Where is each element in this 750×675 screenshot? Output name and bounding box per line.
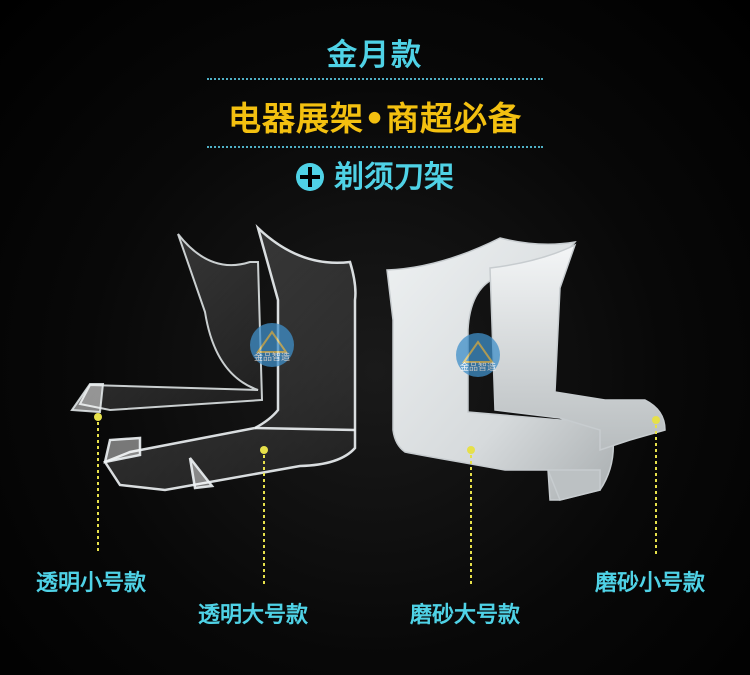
label-clear-small: 透明小号款 [36,571,147,596]
header-divider-top [207,78,543,80]
clear-small-stand [70,233,264,414]
frosted-small-stand [489,243,666,452]
callout-frosted-large [467,446,475,585]
header-title: 金月款 [327,38,423,73]
callout-frosted-small [652,416,660,555]
watermark-left: 金品智造 [250,323,294,367]
label-frosted-large: 磨砂大号款 [410,603,521,628]
product-heading: 剃须刀架 [0,152,750,196]
clear-large-stand [103,223,357,492]
label-clear-large: 透明大号款 [198,603,309,628]
product-name: 剃须刀架 [334,160,454,195]
watermark-text-left: 金品智造 [254,351,290,363]
watermark-right: 金品智造 [456,333,500,377]
header-divider-bottom [207,146,543,148]
frosted-large-stand [386,237,615,501]
callout-clear-large [260,446,268,585]
watermark-text-right: 金品智造 [460,361,496,373]
header-subtitle: 电器展架•商超必备 [227,99,523,138]
plus-circle-icon [296,163,324,191]
callout-clear-small [94,413,102,553]
label-frosted-small: 磨砂小号款 [595,571,706,596]
